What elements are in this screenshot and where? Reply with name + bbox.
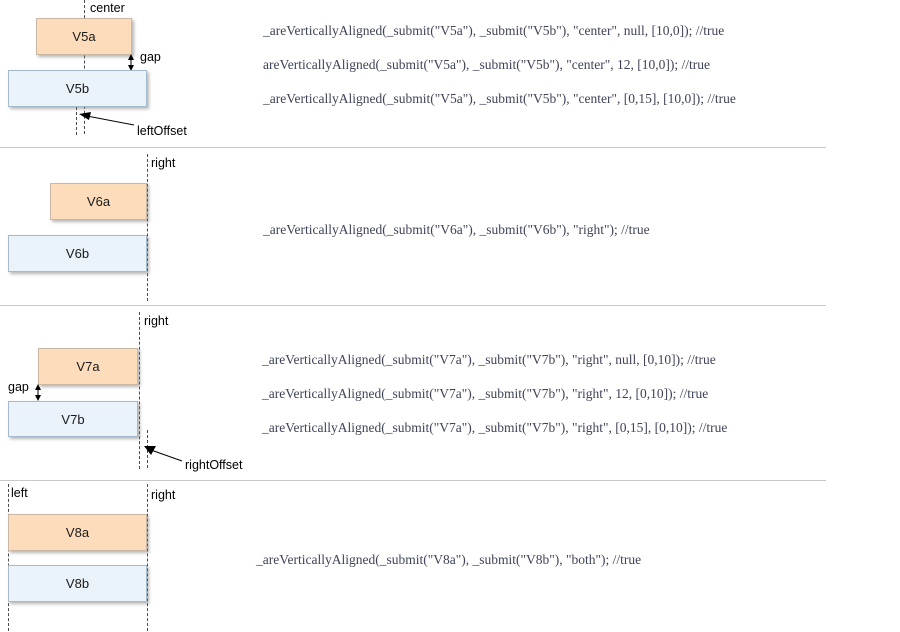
box-v7a-label: V7a	[76, 359, 100, 374]
box-v8a-label: V8a	[65, 525, 90, 540]
code-line: _areVerticallyAligned(_submit("V6a"), _s…	[263, 222, 650, 237]
box-v6a-label: V6a	[86, 194, 111, 209]
box-v6b-label: V6b	[65, 246, 90, 261]
code-line: _areVerticallyAligned(_submit("V7a"), _s…	[262, 420, 728, 435]
right-offset-label: rightOffset	[185, 458, 243, 472]
code-line: _areVerticallyAligned(_submit("V5a"), _s…	[263, 91, 736, 106]
center-guide-line	[84, 0, 85, 134]
box-v5a: V5a	[36, 18, 132, 55]
box-v7b-label: V7b	[61, 411, 85, 427]
section-divider	[0, 147, 826, 148]
right-guide-line	[147, 484, 148, 631]
code-line: _areVerticallyAligned(_submit("V7a"), _s…	[262, 352, 716, 367]
gap-arrow-icon	[33, 384, 43, 401]
box-v5b-label: V5b	[65, 81, 90, 96]
box-v7b: V7b	[8, 401, 138, 437]
guide-label-right: right	[151, 156, 176, 170]
left-guide-line	[8, 484, 9, 631]
code-line: _areVerticallyAligned(_submit("V7a"), _s…	[262, 386, 709, 401]
guide-label-right: right	[144, 314, 169, 328]
guide-label-left: left	[11, 486, 28, 500]
box-v8a: V8a	[8, 514, 147, 551]
box-v7a: V7a	[38, 348, 138, 385]
section-divider	[0, 480, 826, 481]
gap-label: gap	[140, 50, 161, 64]
code-line: areVerticallyAligned(_submit("V5a"), _su…	[263, 57, 710, 72]
gap-label: gap	[8, 380, 29, 394]
left-offset-arrow-icon	[78, 110, 136, 128]
right-offset-arrow-icon	[142, 443, 184, 463]
section-divider	[0, 305, 826, 306]
box-v8b-label: V8b	[65, 576, 90, 591]
box-v6b: V6b	[8, 235, 147, 272]
guide-label-center: center	[90, 1, 125, 15]
left-offset-label: leftOffset	[137, 124, 187, 138]
right-guide-line	[147, 154, 148, 301]
box-v6a: V6a	[50, 183, 147, 220]
box-v5b: V5b	[8, 70, 147, 107]
box-v8b: V8b	[8, 565, 147, 602]
guide-label-right: right	[151, 488, 176, 502]
right-guide-line	[139, 312, 140, 469]
code-line: _areVerticallyAligned(_submit("V5a"), _s…	[263, 23, 725, 38]
left-offset-guide-line	[76, 107, 77, 135]
gap-arrow-icon	[126, 54, 136, 71]
box-v5a-label: V5a	[72, 29, 96, 44]
code-line: _areVerticallyAligned(_submit("V8a"), _s…	[256, 552, 642, 567]
